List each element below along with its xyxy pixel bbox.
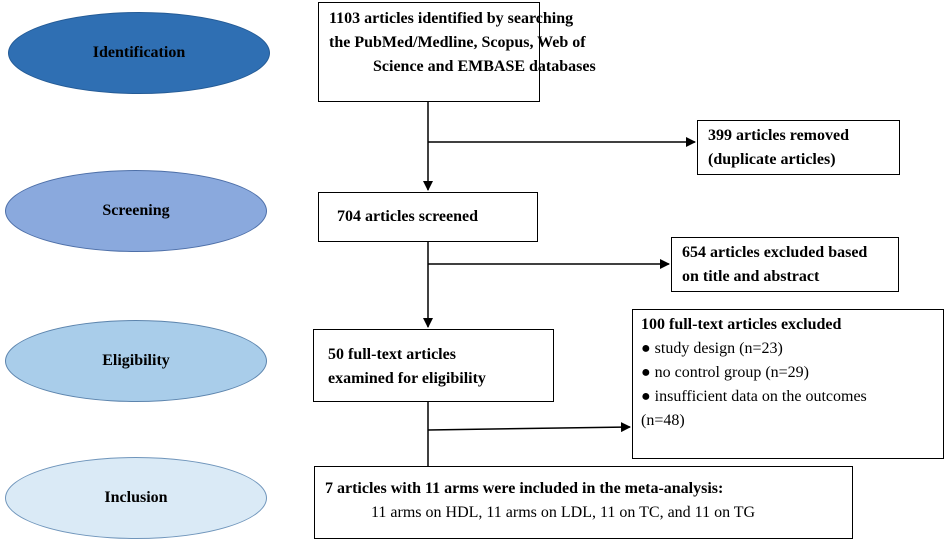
exclusion-reason: ● insufficient data on the outcomes [641, 388, 867, 405]
box-excluded-title-abstract: 654 articles excluded based on title and… [671, 237, 899, 292]
exclusion-reason-text: study design (n=23) [654, 340, 783, 357]
exclusion-reason: ● study design (n=23) [641, 340, 783, 357]
exclusion-reason: ● no control group (n=29) [641, 364, 809, 381]
exclusion-reason-tail: (n=48) [641, 412, 685, 429]
stage-eligibility-label: Eligibility [102, 352, 170, 369]
stage-inclusion: Inclusion [5, 457, 267, 539]
box-line: 1103 articles identified by searching [329, 10, 574, 27]
box-line: the PubMed/Medline, Scopus, Web of [329, 34, 586, 51]
stage-screening-label: Screening [102, 202, 170, 219]
box-line: 399 articles removed [708, 127, 849, 144]
box-line: Science and EMBASE databases [373, 58, 596, 75]
box-line: 50 full-text articles [328, 346, 456, 363]
box-line: (duplicate articles) [708, 151, 836, 168]
box-line: examined for eligibility [328, 370, 486, 387]
arrow-to-excluded-full-text [427, 422, 631, 433]
box-articles-included: 7 articles with 11 arms were included in… [314, 466, 853, 539]
exclusion-reason-text: insufficient data on the outcomes [654, 388, 867, 405]
stage-inclusion-label: Inclusion [104, 489, 168, 506]
stage-screening: Screening [5, 170, 267, 252]
box-line: 704 articles screened [337, 208, 478, 225]
box-full-text-examined: 50 full-text articles examined for eligi… [313, 329, 554, 402]
stage-identification-label: Identification [92, 44, 186, 61]
box-articles-screened: 704 articles screened [318, 192, 538, 242]
box-line: on title and abstract [682, 268, 820, 285]
box-line: 654 articles excluded based [682, 244, 868, 261]
box-detail: 11 arms on HDL, 11 arms on LDL, 11 on TC… [371, 504, 756, 521]
box-articles-identified: 1103 articles identified by searching th… [318, 2, 596, 102]
box-title: 7 articles with 11 arms were included in… [325, 480, 724, 497]
box-title: 100 full-text articles excluded [641, 316, 842, 333]
box-articles-removed: 399 articles removed (duplicate articles… [697, 120, 900, 175]
exclusion-reason-text: no control group (n=29) [654, 364, 809, 381]
stage-eligibility: Eligibility [5, 320, 267, 402]
stage-identification: Identification [8, 12, 270, 94]
box-excluded-full-text: 100 full-text articles excluded ● study … [632, 309, 944, 459]
